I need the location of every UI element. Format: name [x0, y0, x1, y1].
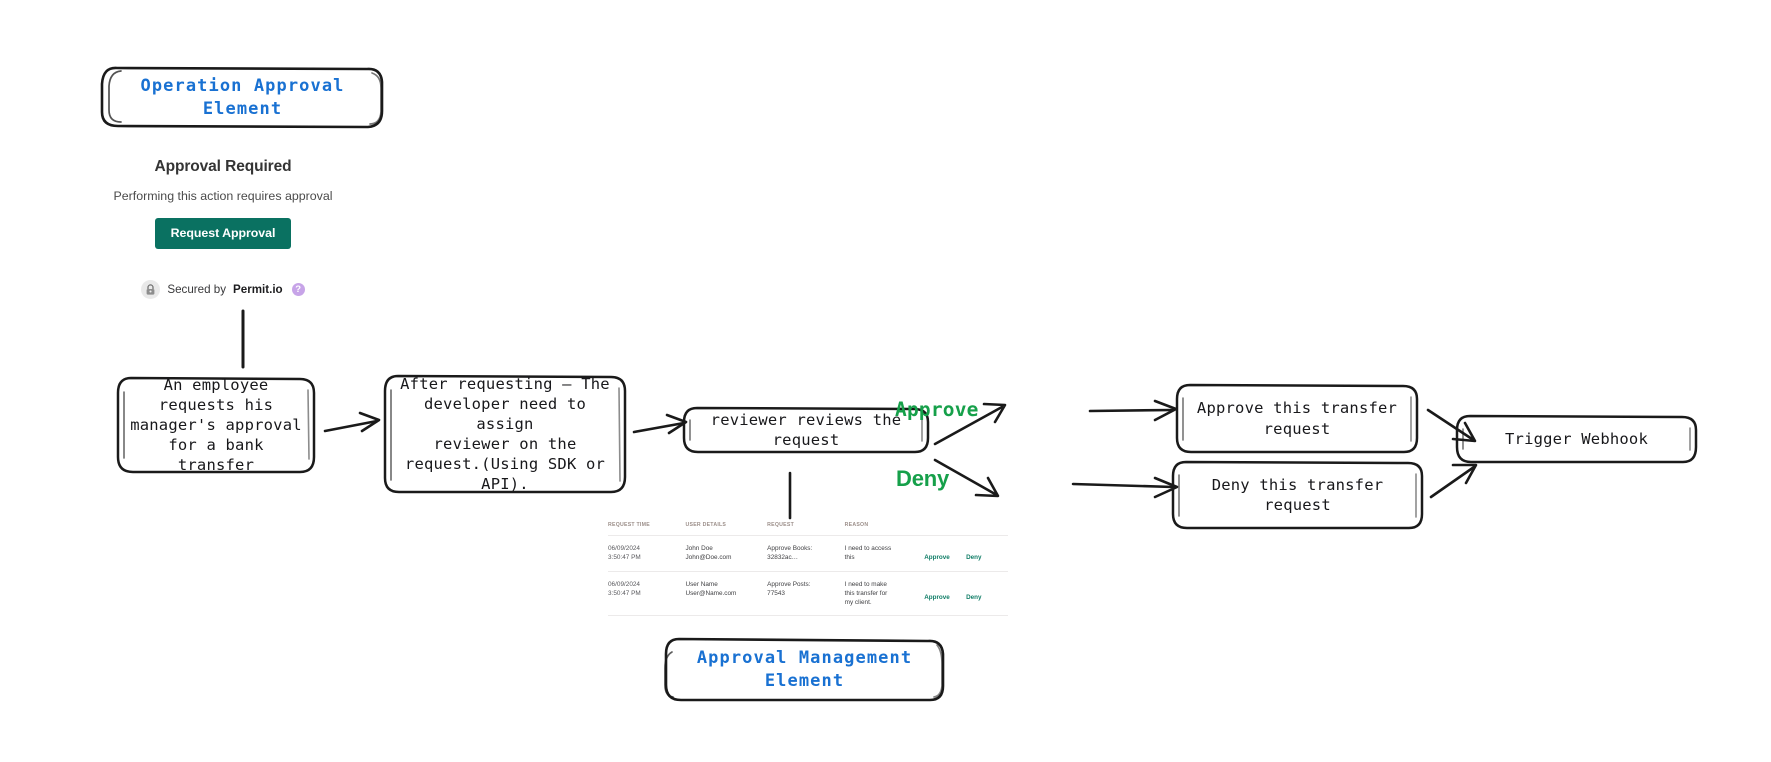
secured-by-text: Secured by: [167, 283, 227, 296]
row-approve-link[interactable]: Approve: [924, 554, 950, 562]
help-question-icon[interactable]: ?: [291, 283, 305, 296]
table-row: 06/09/2024 3:50:47 PM User Name User@Nam…: [608, 571, 1008, 617]
cell-user-details: John Doe John@Doe.com: [685, 535, 768, 573]
node-deny-transfer: Deny this transfer request: [1211, 475, 1384, 514]
node-trigger-webhook: Trigger Webhook: [1505, 429, 1648, 448]
table-row: 06/09/2024 3:50:47 PM John Doe John@Doe.…: [608, 535, 1008, 573]
cell-request: Approve Books: 32832ac…: [767, 535, 845, 573]
approval-widget: Approval Required Performing this action…: [110, 158, 336, 299]
branch-label-approve: Approve: [895, 398, 979, 421]
cell-deny-action: Deny: [966, 571, 1008, 617]
cell-reason: I need to access this: [844, 535, 925, 573]
cell-reason: I need to make this transfer for my clie…: [844, 571, 925, 617]
row-deny-link[interactable]: Deny: [966, 554, 982, 562]
cell-deny-action: Deny: [966, 535, 1008, 573]
column-header-request-time: REQUEST TIME: [608, 522, 686, 536]
node-approval-management-element: Approval Management Element: [696, 648, 913, 691]
column-header-reason: REASON: [844, 522, 925, 536]
row-approve-link[interactable]: Approve: [924, 594, 950, 602]
lock-icon: [141, 280, 161, 299]
column-header-deny-action: [966, 522, 1008, 536]
table-header-row: REQUEST TIME USER DETAILS REQUEST REASON: [608, 522, 1008, 536]
permit-io-brand: Permit.io: [233, 283, 283, 296]
cell-request-time: 06/09/2024 3:50:47 PM: [608, 535, 686, 573]
request-approval-button[interactable]: Request Approval: [154, 218, 292, 249]
node-approve-transfer: Approve this transfer request: [1196, 399, 1398, 438]
approval-widget-heading: Approval Required: [154, 158, 292, 175]
node-operation-approval-element: Operation Approval Element: [140, 76, 345, 119]
approvals-table: REQUEST TIME USER DETAILS REQUEST REASON…: [608, 522, 1008, 617]
cell-approve-action: Approve: [924, 535, 967, 573]
column-header-approve-action: [924, 522, 967, 536]
row-deny-link[interactable]: Deny: [966, 594, 982, 602]
node-employee-request: An employee requests his manager's appro…: [130, 375, 302, 475]
column-header-request: REQUEST: [767, 522, 845, 536]
approval-widget-subtext: Performing this action requires approval: [113, 189, 333, 203]
node-assign-reviewer: After requesting – The developer need to…: [400, 374, 610, 494]
column-header-user-details: USER DETAILS: [685, 522, 768, 536]
cell-user-details: User Name User@Name.com: [685, 571, 768, 617]
cell-request: Approve Posts: 77543: [767, 571, 845, 617]
node-reviewer-reviews: reviewer reviews the request: [710, 410, 902, 449]
cell-approve-action: Approve: [924, 571, 967, 617]
branch-label-deny: Deny: [896, 466, 949, 491]
secured-by-row: Secured by Permit.io ?: [141, 280, 305, 299]
cell-request-time: 06/09/2024 3:50:47 PM: [608, 571, 686, 617]
